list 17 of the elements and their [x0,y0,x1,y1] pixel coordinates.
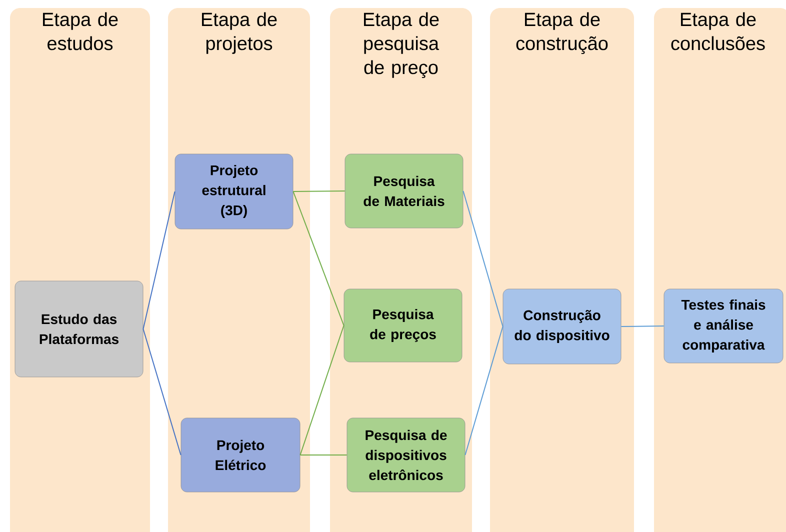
process-box: Projeto estrutural (3D) [174,154,294,230]
connector-line [142,191,176,330]
process-box: Pesquisa de preços [344,288,462,362]
connector-line [620,326,664,327]
process-box: Testes finais e análise comparativa [664,288,784,364]
process-box: Pesquisa de Materiais [344,154,464,228]
connector-line [464,326,504,456]
connector-line [462,190,504,327]
connector-line [292,190,346,192]
connector-line [292,191,344,326]
connector-line [300,325,344,456]
process-box: Estudo das Plataformas [14,280,144,378]
connector-line [300,454,348,456]
connector-line [142,328,182,456]
process-box: Pesquisa de dispositivos eletrônicos [346,418,466,492]
process-box: Projeto Elétrico [180,418,300,492]
process-box: Construção do dispositivo [502,288,622,364]
